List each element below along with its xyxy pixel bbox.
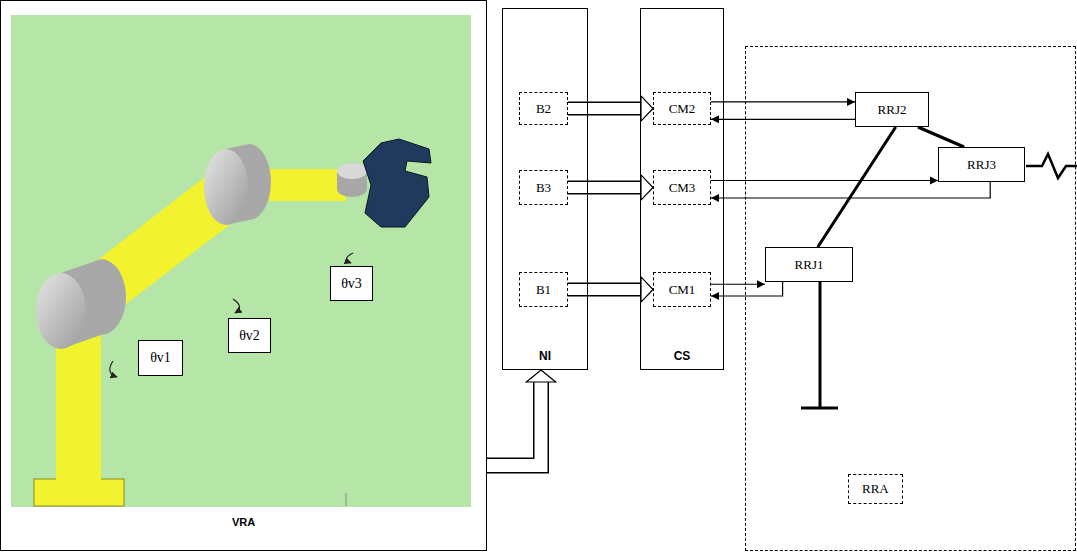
- box-label: θv1: [150, 350, 171, 366]
- control-module-box: CM2: [653, 92, 711, 125]
- tick-mark: [346, 493, 347, 506]
- signal-arrow: [711, 284, 765, 285]
- real-arm-region: RRA RRJ2RRJ3RRJ1: [745, 46, 1076, 551]
- gripper-symbol: [1026, 154, 1077, 178]
- control-module-box: CM3: [653, 170, 711, 205]
- box-label: RRJ1: [795, 257, 824, 273]
- base-post: [819, 282, 822, 408]
- connector: [711, 119, 855, 120]
- rotation-arrow: [110, 361, 117, 377]
- connector: [918, 127, 964, 147]
- signal-arrow: [711, 282, 783, 296]
- hollow-arrow-head: [641, 96, 653, 121]
- hollow-arrow-outline: [568, 283, 641, 297]
- box-label: B1: [536, 282, 551, 298]
- virtual-arm-illustration: [1, 1, 487, 550]
- buffer-box: B1: [519, 272, 568, 307]
- shoulder-face: [36, 273, 86, 349]
- arm-link: [918, 127, 964, 147]
- rotation-arrow: [346, 253, 353, 263]
- arm-base-plate: [34, 479, 124, 506]
- green-ground: [11, 15, 471, 507]
- real-joint-box: RRJ3: [938, 147, 1025, 182]
- connector: [711, 101, 855, 102]
- joint-angle-box: θv1: [138, 340, 183, 376]
- joint-angle-box: θv3: [330, 266, 373, 301]
- panel-label: CS: [674, 349, 691, 363]
- hollow-arrow: [487, 370, 556, 466]
- rotation-arrow: [233, 299, 240, 313]
- control-module-box: CM1: [653, 272, 711, 307]
- wrist-face: [337, 163, 367, 179]
- connector: [487, 370, 556, 466]
- box-label: θv3: [341, 276, 362, 292]
- hollow-arrow-head: [641, 277, 653, 302]
- hollow-arrow-body: [568, 182, 641, 193]
- connector: [818, 127, 896, 247]
- box-label: B2: [536, 101, 551, 117]
- base-foot: [801, 407, 838, 410]
- real-joint-box: RRJ1: [765, 247, 853, 282]
- hollow-arrow-outline: [487, 382, 541, 466]
- hollow-arrow-outline: [568, 102, 641, 116]
- box-label: B3: [536, 180, 551, 196]
- panel-label: RRA: [848, 474, 903, 504]
- box-label: CM3: [669, 180, 696, 196]
- connector: [711, 284, 765, 285]
- hollow-arrow-body: [568, 284, 641, 295]
- hollow-arrow-body: [568, 103, 641, 114]
- buffer-box: B2: [519, 92, 568, 125]
- box-label: θv2: [239, 328, 260, 344]
- box-label: CM1: [669, 282, 696, 298]
- elbow-face: [204, 149, 248, 225]
- arm-column: [56, 331, 101, 481]
- connector: [711, 282, 783, 296]
- panel-label: VRA: [232, 516, 255, 528]
- virtual-arm-panel: VRA θv1 θv2 θv3: [0, 0, 487, 551]
- joint-angle-box: θv2: [228, 318, 271, 353]
- hollow-arrow-head: [641, 175, 653, 200]
- buffer-box: B3: [519, 170, 568, 205]
- hollow-arrow-outline: [568, 181, 641, 195]
- signal-arrow: [711, 101, 855, 102]
- box-label: CM2: [669, 101, 696, 117]
- hollow-arrow-head: [526, 370, 555, 382]
- gripper: [363, 139, 431, 227]
- signal-arrow: [711, 119, 855, 120]
- control-system-box: CS CM2CM3CM1: [640, 8, 724, 370]
- box-label: RRJ3: [967, 157, 996, 173]
- panel-label: NI: [539, 349, 551, 363]
- real-joint-box: RRJ2: [855, 92, 929, 127]
- arm-link: [818, 127, 896, 247]
- hollow-arrow-body: [487, 382, 541, 466]
- interface-box: NI B2B3B1: [502, 8, 588, 370]
- box-label: RRJ2: [878, 102, 907, 118]
